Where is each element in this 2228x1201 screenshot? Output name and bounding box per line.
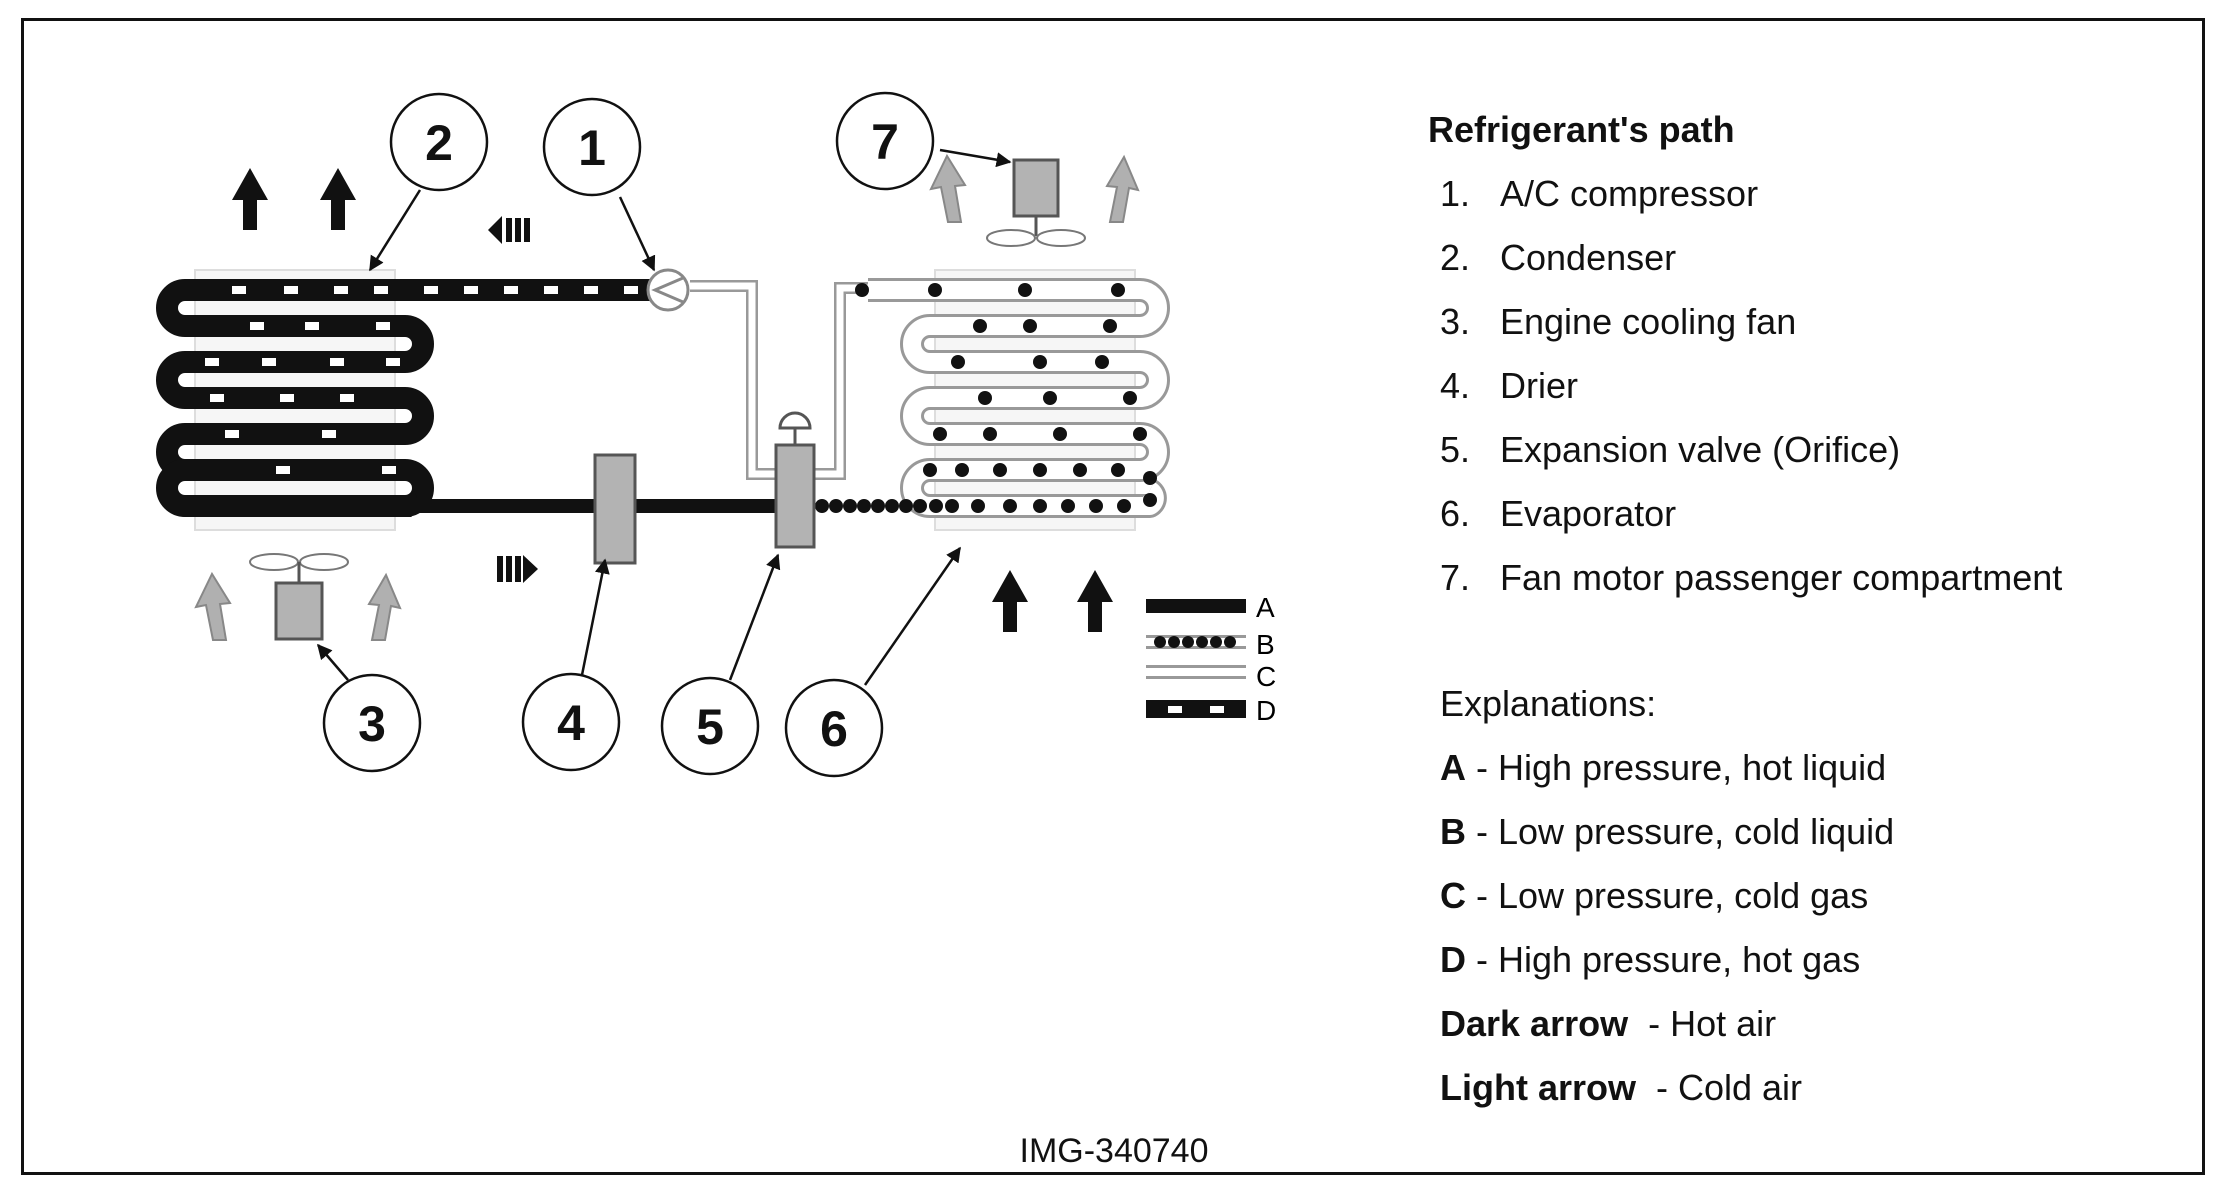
explanation-text: - High pressure, hot liquid <box>1466 747 1887 788</box>
explanation-key: Light arrow <box>1440 1067 1636 1108</box>
legend-title: Refrigerant's path <box>1428 109 1735 150</box>
explanation-text: - High pressure, hot gas <box>1466 939 1861 980</box>
hot-air-arrows <box>232 168 1113 632</box>
list-item: 7. Fan motor passenger compartment <box>1440 546 2188 610</box>
leader-5 <box>728 553 781 681</box>
legend-panel: Refrigerant's path 1. A/C compressor 2. Co… <box>1428 98 2188 1120</box>
explanation-text: - Low pressure, cold liquid <box>1466 811 1895 852</box>
list-item: 4. Drier <box>1440 354 2188 418</box>
list-item: 2. Condenser <box>1440 226 2188 290</box>
callout-5-label: 5 <box>696 699 724 755</box>
component-list: 1. A/C compressor 2. Condenser 3. Engine co… <box>1428 162 2188 610</box>
key-c-letter: C <box>1256 661 1276 692</box>
explanation-key: Dark arrow <box>1440 1003 1629 1044</box>
list-item: 3. Engine cooling fan <box>1440 290 2188 354</box>
explanations-title: Explanations: <box>1440 683 1657 724</box>
flow-direction-arrows <box>488 216 538 583</box>
explanation-item: C - Low pressure, cold gas <box>1428 864 2188 928</box>
explanation-text: - Low pressure, cold gas <box>1466 875 1869 916</box>
callout-2-label: 2 <box>425 115 453 171</box>
list-item-label: Condenser <box>1500 237 1677 278</box>
leader-1 <box>618 196 656 272</box>
list-item-label: A/C compressor <box>1500 173 1759 214</box>
list-item-number: 2. <box>1440 237 1471 278</box>
list-item-label: Fan motor passenger compartment <box>1500 557 2063 598</box>
list-item: 6. Evaporator <box>1440 482 2188 546</box>
evaporator-coil <box>815 278 1170 518</box>
explanation-item: Light arrow - Cold air <box>1428 1056 2188 1120</box>
explanation-text: - Hot air <box>1628 1003 1777 1044</box>
callout-5-circle <box>660 676 760 776</box>
callout-2-circle <box>389 92 489 192</box>
condenser-coil <box>156 279 655 517</box>
callout-7-label: 7 <box>871 114 899 170</box>
list-item-label: Engine cooling fan <box>1500 301 1797 342</box>
list-item-number: 4. <box>1440 365 1471 406</box>
explanation-key: B <box>1440 811 1466 852</box>
leader-2 <box>368 189 422 272</box>
callout-6-circle <box>784 678 884 778</box>
callout-7-circle <box>835 91 935 191</box>
explanation-key: C <box>1440 875 1466 916</box>
explanation-key: A <box>1440 747 1466 788</box>
callout-1-label: 1 <box>578 120 606 176</box>
list-item-label: Expansion valve (Orifice) <box>1500 429 1901 470</box>
explanation-text: - Cold air <box>1636 1067 1803 1108</box>
suction-line <box>690 280 782 480</box>
cold-air-arrows <box>194 153 1140 641</box>
expansion-valve-symbol <box>774 411 816 549</box>
list-item-label: Drier <box>1500 365 1578 406</box>
list-item: 1. A/C compressor <box>1440 162 2188 226</box>
list-item-number: 6. <box>1440 493 1471 534</box>
explanation-item: D - High pressure, hot gas <box>1428 928 2188 992</box>
leader-7 <box>939 148 1012 168</box>
drier-symbol <box>593 453 637 565</box>
diagram-frame <box>21 18 2205 1175</box>
image-id-caption: IMG-340740 <box>1019 1132 1209 1170</box>
compressor-symbol <box>646 268 690 312</box>
callout-6-label: 6 <box>820 701 848 757</box>
explanation-key: D <box>1440 939 1466 980</box>
key-d-letter: D <box>1256 695 1276 726</box>
leader-4 <box>578 558 610 686</box>
callout-3-circle <box>322 673 422 773</box>
list-item-number: 1. <box>1440 173 1471 214</box>
key-a-letter: A <box>1256 592 1275 623</box>
callout-4-label: 4 <box>557 695 585 751</box>
explanation-item: Dark arrow - Hot air <box>1428 992 2188 1056</box>
list-item-label: Evaporator <box>1500 493 1677 534</box>
passenger-fan-motor-symbol <box>986 158 1086 247</box>
leader-3 <box>317 643 349 681</box>
explanation-item: A - High pressure, hot liquid <box>1428 736 2188 800</box>
list-item-number: 3. <box>1440 301 1471 342</box>
callout-4-circle <box>521 672 621 772</box>
engine-cooling-fan-symbol <box>249 553 349 641</box>
callout-1-circle <box>542 97 642 197</box>
key-b-letter: B <box>1256 629 1275 660</box>
callout-3-label: 3 <box>358 696 386 752</box>
list-item-number: 7. <box>1440 557 1471 598</box>
list-item-number: 5. <box>1440 429 1471 470</box>
leader-6 <box>863 546 962 686</box>
list-item: 5. Expansion valve (Orifice) <box>1440 418 2188 482</box>
line-type-key: A B C D <box>1146 592 1276 726</box>
explanation-item: B - Low pressure, cold liquid <box>1428 800 2188 864</box>
